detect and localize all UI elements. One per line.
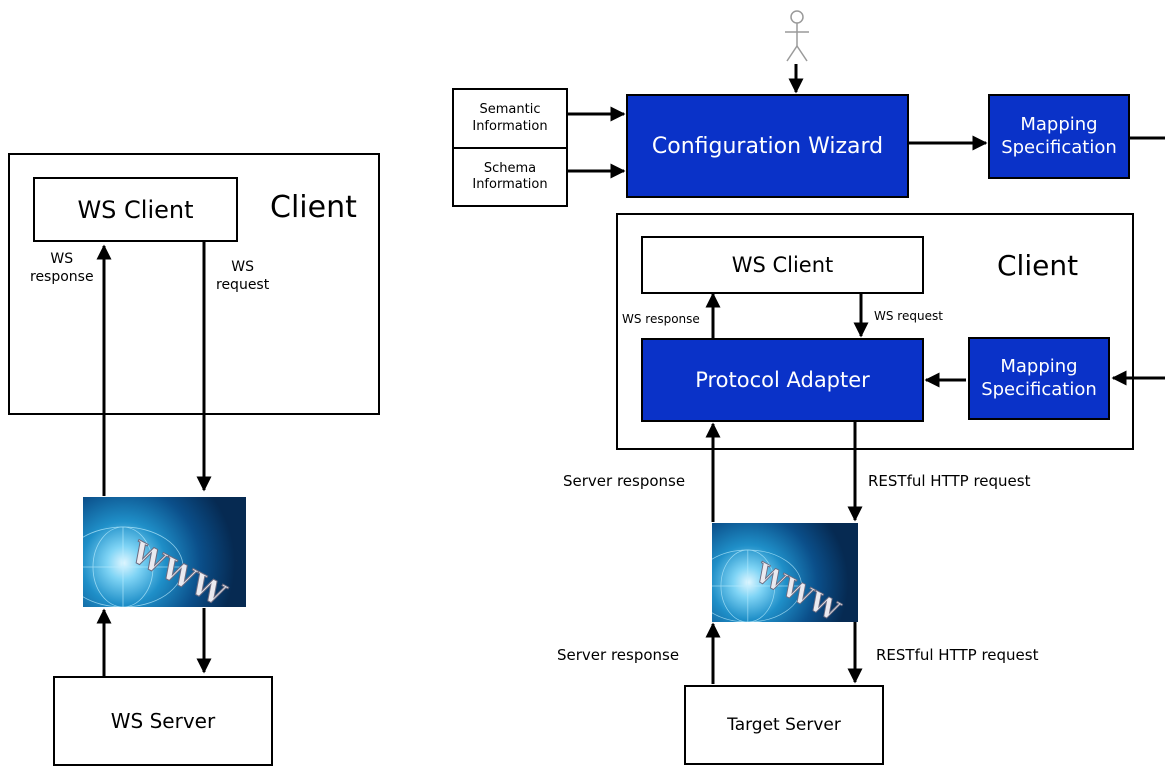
left-client-label: Client [270,190,357,225]
restful-request-lower-label: RESTful HTTP request [876,646,1039,664]
server-response-lower-label: Server response [557,646,680,664]
svg-text:WWW: WWW [124,535,232,607]
left-ws-server-box: WS Server [53,676,273,766]
right-ws-request-label: WS request [874,309,943,323]
right-www-globe-image: WWW [712,523,858,622]
stick-figure-user-icon [785,10,809,62]
configuration-wizard-box: Configuration Wizard [626,94,909,198]
target-server-box: Target Server [684,685,884,765]
server-response-upper-label: Server response [563,472,686,490]
mapping-specification-inner-box: Mapping Specification [968,337,1110,420]
left-client-frame [8,153,380,415]
schema-information-box: Schema Information [452,147,568,207]
left-ws-response-label: WS response [30,251,94,285]
right-client-label: Client [997,249,1079,282]
restful-request-upper-label: RESTful HTTP request [868,472,1031,490]
right-ws-response-label: WS response [622,312,700,326]
right-client-frame [616,213,1134,450]
protocol-adapter-box: Protocol Adapter [641,338,924,422]
svg-text:WWW: WWW [749,557,845,622]
right-ws-client-box: WS Client [641,236,924,294]
left-www-globe-image: WWW [83,497,246,607]
left-ws-request-label: WS request [216,259,270,293]
semantic-information-box: Semantic Information [452,88,568,149]
left-ws-client-box: WS Client [33,177,238,242]
mapping-specification-top-box: Mapping Specification [988,94,1130,179]
